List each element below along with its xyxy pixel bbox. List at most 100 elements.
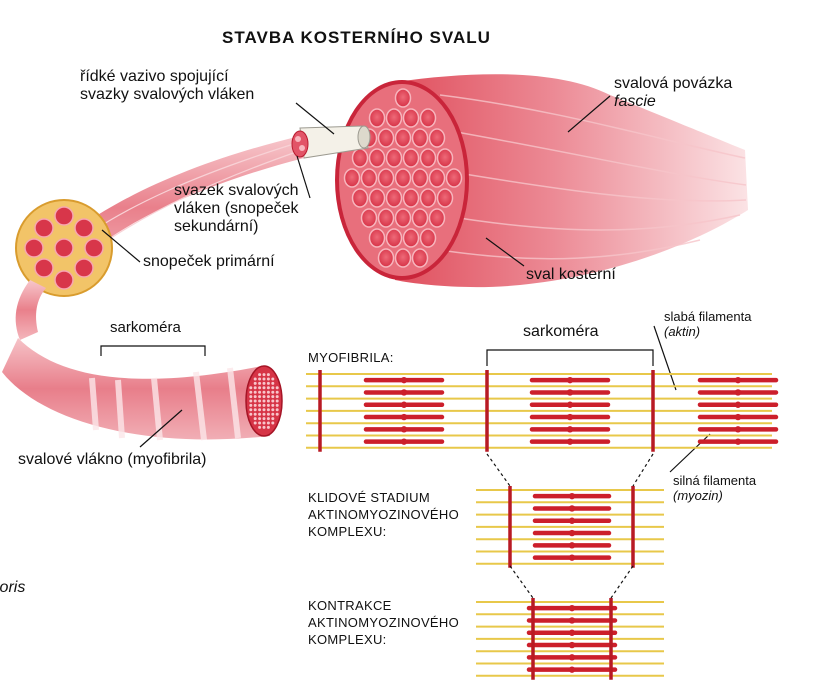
myofibril-dot: [253, 390, 257, 394]
label-rest-line3: KOMPLEXU:: [308, 523, 387, 539]
m-line-node: [734, 426, 742, 433]
label-thin-filaments: slabá filamenta (aktin): [664, 309, 752, 339]
myofibril-dot: [262, 386, 266, 390]
m-line-node: [400, 376, 408, 384]
label-thin-line2: (aktin): [664, 323, 701, 339]
label-thick-filaments: silná filamenta (myozin): [673, 473, 756, 503]
m-line-node: [568, 654, 576, 661]
fiber-cell: [74, 218, 94, 238]
muscle-fiber: [2, 338, 283, 441]
label-rest-line1: KLIDOVÉ STADIUM: [308, 490, 431, 505]
m-line-node: [400, 438, 408, 445]
myofibril-dot: [253, 408, 257, 412]
fiber-cell: [74, 258, 94, 278]
muscle-bundle-cell: [419, 228, 437, 248]
myofibril-schematic: [306, 370, 779, 452]
muscle-bundle-cell: [385, 108, 403, 128]
myofibril-dot: [258, 381, 262, 385]
skeletal-muscle-cross-section: [335, 80, 469, 280]
myofibril-dot: [266, 390, 270, 394]
myofibril-dot: [258, 417, 262, 421]
myofibril-dot: [266, 425, 270, 429]
connective-tissue-tube: [299, 125, 371, 159]
myofibril-dot: [249, 386, 253, 390]
m-line-node: [734, 389, 742, 396]
muscle-bundle-cell: [385, 148, 403, 168]
label-fiber-sarcomere: sarkoméra: [110, 319, 181, 336]
m-line-node: [566, 376, 574, 384]
myofibril-dot: [258, 377, 262, 381]
m-line-node: [400, 413, 408, 421]
myofibril-dot: [258, 399, 262, 403]
muscle-bundle-cell: [351, 148, 369, 168]
muscle-bundle-cell: [428, 208, 446, 228]
muscle-bundle-cell: [428, 168, 446, 188]
myofibril-dot: [266, 412, 270, 416]
muscle-bundle-cell: [377, 208, 395, 228]
muscle-bundle-cell: [411, 248, 429, 268]
muscle-bundle-cell: [394, 168, 412, 188]
myofibril-dot: [249, 395, 253, 399]
m-line-node: [568, 542, 576, 549]
m-line-node: [734, 413, 742, 421]
label-bundle-line1: svazek svalových: [174, 182, 299, 199]
myofibril-dot: [253, 399, 257, 403]
myofibril-dot: [262, 412, 266, 416]
myofibril-dot: [266, 381, 270, 385]
label-rest-line2: AKTINOMYOZINOVÉHO: [308, 506, 460, 522]
muscle-bundle-cell: [360, 208, 378, 228]
muscle-bundle-cell: [411, 128, 429, 148]
myofibril-dot: [271, 381, 275, 385]
myofibril-dot: [266, 373, 270, 377]
myofibril-dot: [249, 390, 253, 394]
diagram-title: STAVBA KOSTERNÍHO SVALU: [222, 28, 491, 47]
muscle-bundle-cell: [394, 248, 412, 268]
myofibril-dot: [262, 373, 266, 377]
myofibril-dot: [258, 373, 262, 377]
label-bundle-line2: vláken (snopeček: [174, 199, 299, 217]
m-line-node: [734, 376, 742, 384]
myofibril-dot: [262, 390, 266, 394]
myofibril-dot: [249, 412, 253, 416]
myofibril-dot: [253, 417, 257, 421]
muscle-bundle-cell: [402, 108, 420, 128]
myofibril-dot: [266, 399, 270, 403]
fiber-cell: [34, 218, 54, 238]
myofibril-dot: [262, 399, 266, 403]
myofibril-dot: [258, 403, 262, 407]
myofibril-sarcomere-bracket: [486, 349, 654, 366]
muscle-bundle-cell: [394, 208, 412, 228]
label-thin-line1: slabá filamenta: [664, 309, 752, 324]
label-primary-bundle: snopeček primární: [143, 253, 275, 270]
muscle-bundle-cell: [368, 148, 386, 168]
muscle-bundle-cell: [377, 128, 395, 148]
fiber-cell: [54, 238, 74, 258]
pointer-lines: [101, 95, 711, 473]
myofibril-dot: [258, 421, 262, 425]
myofibril-dot: [249, 408, 253, 412]
myofibril-dot: [262, 395, 266, 399]
m-line-node: [568, 505, 576, 512]
label-secondary-bundle: svazek svalových vláken (snopeček sekund…: [174, 182, 299, 236]
label-thick-line2: (myozin): [673, 487, 723, 503]
fiber-strand: [15, 280, 46, 340]
myofibril-dot: [275, 395, 279, 399]
muscle-bundle-cell: [368, 188, 386, 208]
muscle-bundle-cell: [419, 108, 437, 128]
muscle-bundle-cell: [419, 148, 437, 168]
label-fascia-line2: fascie: [614, 92, 656, 110]
muscle-bundle-cell: [360, 168, 378, 188]
myofibril-dot: [262, 381, 266, 385]
myofibril-dot: [275, 403, 279, 407]
myofibril-dot: [253, 421, 257, 425]
m-line-node: [734, 438, 742, 445]
myofibril-dot: [266, 421, 270, 425]
m-line-node: [566, 438, 574, 445]
myofibril-dot: [258, 412, 262, 416]
muscle-bundle-cell: [402, 228, 420, 248]
myofibril-dot: [271, 377, 275, 381]
myofibril-dot: [266, 417, 270, 421]
m-line-node: [734, 401, 742, 408]
myofibril-dot: [258, 386, 262, 390]
muscle-bundle-cell: [394, 128, 412, 148]
